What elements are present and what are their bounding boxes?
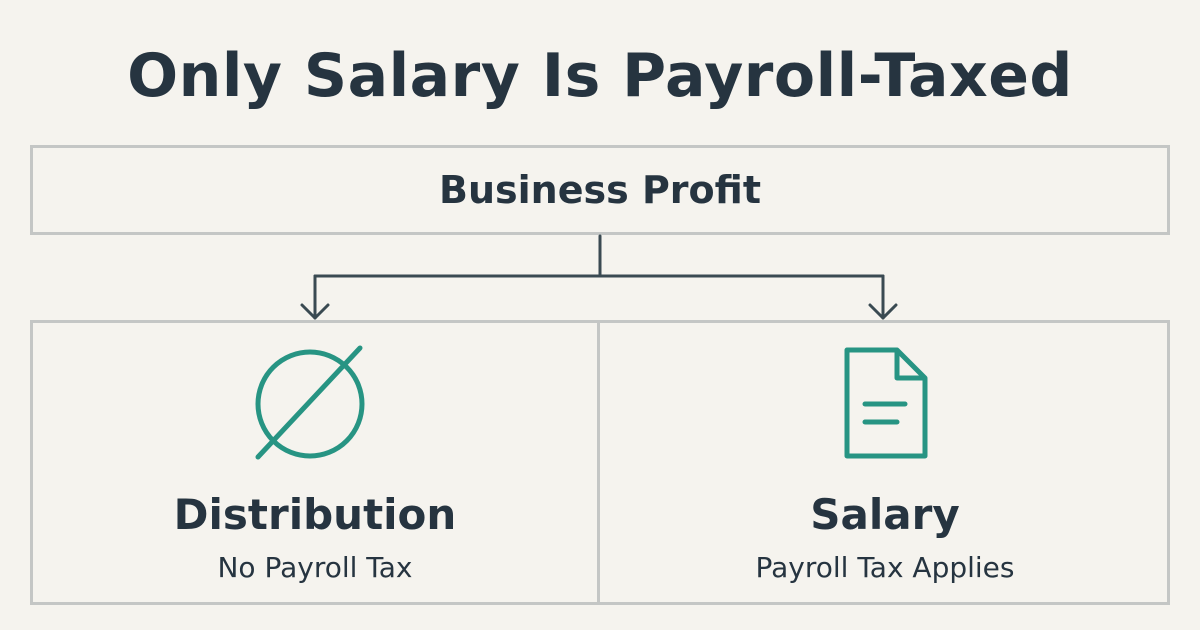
- distribution-panel: Distribution No Payroll Tax: [30, 320, 600, 605]
- salary-panel: Salary Payroll Tax Applies: [600, 320, 1170, 605]
- diagram-title: Only Salary Is Payroll-Taxed: [127, 41, 1073, 111]
- document-icon: [600, 344, 1170, 464]
- arrow-down-left-icon: [300, 303, 330, 320]
- business-profit-box: Business Profit: [30, 145, 1170, 235]
- branch-connector: [300, 234, 898, 320]
- arrow-down-right-icon: [868, 303, 898, 320]
- branches-divider: [597, 320, 600, 605]
- empty-set-icon: [30, 344, 600, 464]
- branches-box: [30, 320, 1170, 605]
- business-profit-label: Business Profit: [439, 168, 761, 212]
- distribution-title: Distribution: [173, 490, 457, 539]
- salary-title: Salary: [810, 490, 960, 539]
- salary-subtitle: Payroll Tax Applies: [755, 551, 1015, 584]
- distribution-subtitle: No Payroll Tax: [217, 551, 413, 584]
